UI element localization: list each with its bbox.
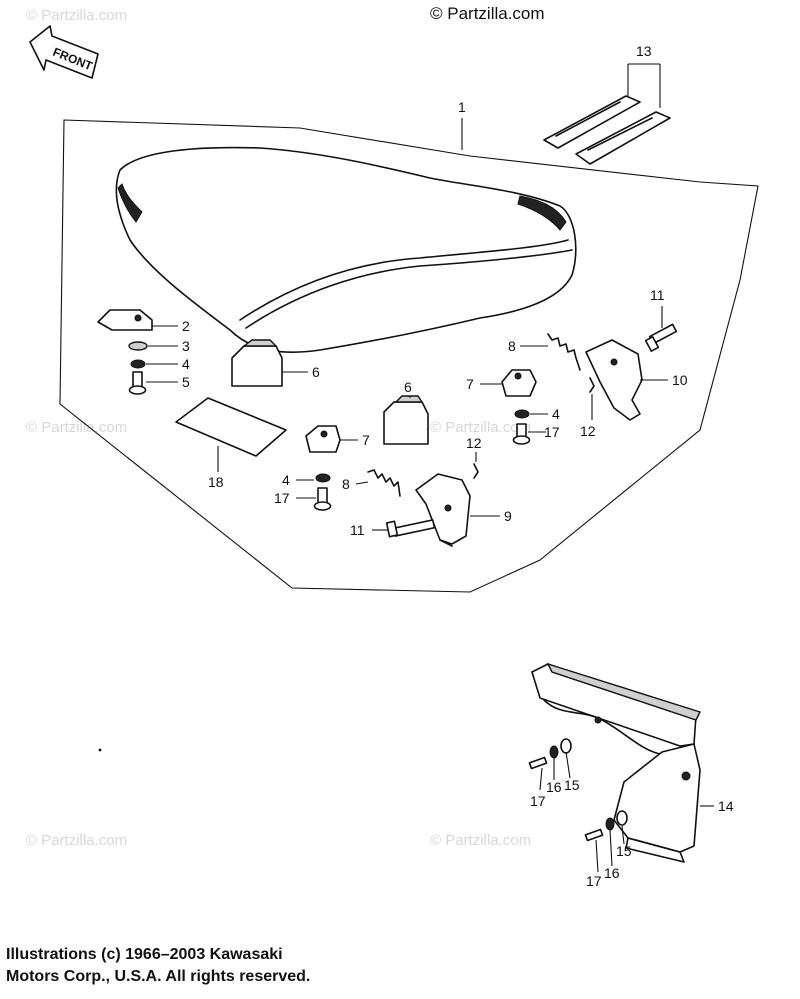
spring-left bbox=[367, 469, 401, 497]
leaders-lower-hw bbox=[595, 825, 625, 873]
callout-12b: 12 bbox=[466, 435, 482, 451]
callout-10: 10 bbox=[672, 372, 688, 388]
leader-8a bbox=[355, 481, 369, 485]
footer-line-1: Illustrations (c) 1966–2003 Kawasaki bbox=[6, 946, 283, 963]
callout-1: 1 bbox=[458, 99, 466, 115]
assembly-outline bbox=[59, 119, 759, 593]
callout-3: 3 bbox=[182, 338, 190, 354]
watermark-mid-right: © Partzilla.com bbox=[430, 419, 531, 436]
callout-11b: 11 bbox=[350, 522, 365, 538]
clip-upper bbox=[589, 377, 595, 393]
bracket-stack-left bbox=[97, 309, 153, 395]
callout-14: 14 bbox=[718, 798, 734, 814]
callout-15a: 15 bbox=[564, 777, 580, 793]
bolt-lower bbox=[385, 519, 436, 538]
side-cover bbox=[531, 662, 701, 863]
footer-copyright: Illustrations (c) 1966–2003 Kawasaki Mot… bbox=[6, 944, 310, 988]
callout-6b: 6 bbox=[404, 379, 412, 395]
footer-line-2: Motors Corp., U.S.A. All rights reserved… bbox=[6, 968, 311, 985]
callout-17b: 17 bbox=[544, 424, 560, 440]
callout-11a: 11 bbox=[650, 287, 665, 303]
watermark-top-left: © Partzilla.com bbox=[26, 7, 127, 24]
rubber-block-center bbox=[383, 395, 429, 445]
callout-labels: 1 2 3 4 5 6 6 7 7 8 8 9 10 11 11 12 12 1… bbox=[182, 43, 734, 889]
watermarks: © Partzilla.com © Partzilla.com © Partzi… bbox=[26, 7, 531, 849]
callout-16a: 16 bbox=[546, 779, 562, 795]
spring-right bbox=[547, 333, 581, 371]
side-cover-hardware-lower bbox=[584, 810, 628, 842]
clip-lower bbox=[473, 463, 479, 479]
bracket-center bbox=[305, 425, 341, 511]
callout-2: 2 bbox=[182, 318, 190, 334]
stray-dot bbox=[98, 748, 102, 752]
leaders-upper-hw bbox=[539, 751, 571, 791]
watermark-bottom-right: © Partzilla.com bbox=[430, 832, 531, 849]
leaders-7b-4-17 bbox=[480, 383, 548, 433]
callout-15b: 15 bbox=[616, 843, 632, 859]
callout-7a: 7 bbox=[362, 432, 370, 448]
front-arrow-icon: FRONT bbox=[29, 25, 99, 79]
callout-5: 5 bbox=[182, 374, 190, 390]
side-cover-hardware-upper bbox=[528, 738, 572, 770]
watermark-bottom-left: © Partzilla.com bbox=[26, 832, 127, 849]
callout-4c: 4 bbox=[552, 406, 560, 422]
strap-set bbox=[543, 95, 671, 165]
hinge-plate-lower bbox=[415, 473, 471, 547]
callout-9: 9 bbox=[504, 508, 512, 524]
parts-diagram: © Partzilla.com © Partzilla.com © Partzi… bbox=[26, 7, 759, 889]
leaders-2-5 bbox=[146, 325, 178, 383]
watermark-mid-left: © Partzilla.com bbox=[26, 419, 127, 436]
callout-13: 13 bbox=[636, 43, 652, 59]
seat bbox=[115, 146, 577, 353]
callout-7b: 7 bbox=[466, 376, 474, 392]
callout-4a: 4 bbox=[182, 356, 190, 372]
leader-13 bbox=[627, 63, 661, 108]
callout-17a: 17 bbox=[274, 490, 290, 506]
callout-12a: 12 bbox=[580, 423, 596, 439]
callout-18: 18 bbox=[208, 474, 224, 490]
callout-17c: 17 bbox=[530, 793, 546, 809]
callout-8b: 8 bbox=[508, 338, 516, 354]
pad bbox=[175, 397, 287, 457]
callout-16b: 16 bbox=[604, 865, 620, 881]
rubber-block-left bbox=[231, 339, 283, 387]
bracket-right bbox=[501, 369, 537, 445]
callout-4b: 4 bbox=[282, 472, 290, 488]
leaders-7a-4-17 bbox=[296, 439, 358, 499]
callout-6a: 6 bbox=[312, 364, 320, 380]
copyright-notice: © Partzilla.com bbox=[430, 4, 545, 23]
callout-17d: 17 bbox=[586, 873, 602, 889]
hinge-plate-upper bbox=[585, 339, 643, 421]
callout-8a: 8 bbox=[342, 476, 350, 492]
bolt-upper bbox=[644, 323, 678, 352]
